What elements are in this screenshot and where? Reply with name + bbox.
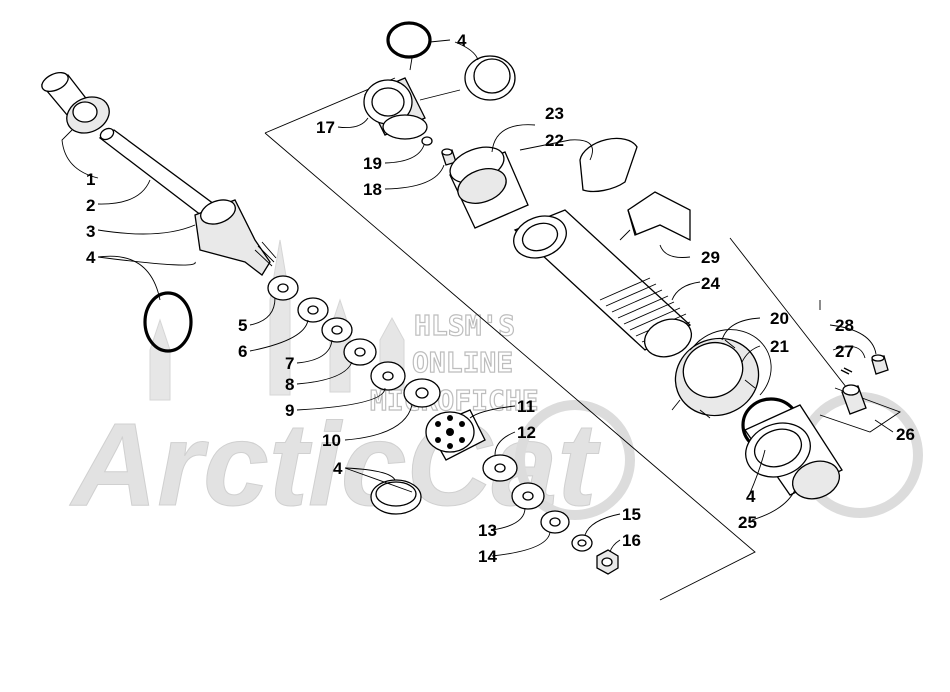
valve-group-bracket (819, 387, 901, 433)
callout-5: 5 (238, 316, 247, 335)
overlay-line-1: HLSM'S (414, 309, 515, 342)
callout-20: 20 (770, 309, 789, 328)
sleeve-part-23 (449, 146, 529, 229)
washer-part-6 (297, 297, 329, 323)
callout-28: 28 (835, 316, 854, 335)
washer-part-7 (321, 317, 353, 343)
washer-part-9 (370, 361, 406, 391)
callout-4-top: 4 (457, 31, 467, 50)
wear-band-part-4-top (464, 55, 516, 101)
callout-16: 16 (622, 531, 641, 550)
callout-23: 23 (545, 104, 564, 123)
o-ring-part-27 (840, 367, 853, 375)
callout-14: 14 (478, 547, 497, 566)
callout-7: 7 (285, 354, 294, 373)
callout-18: 18 (363, 180, 382, 199)
leader-lines (61, 39, 894, 557)
callout-4-right: 4 (746, 487, 756, 506)
callout-19: 19 (363, 154, 382, 173)
washer-part-14 (540, 510, 570, 534)
label-part-29 (627, 191, 691, 242)
o-ring-part-4-left (143, 291, 193, 353)
o-ring-part-4-top (386, 21, 432, 59)
callout-4-left: 4 (86, 248, 96, 267)
callout-12: 12 (517, 423, 536, 442)
shaft-part-2 (98, 127, 223, 223)
callout-1: 1 (86, 170, 95, 189)
callout-27: 27 (835, 342, 854, 361)
callout-24: 24 (701, 274, 720, 293)
overlay-line-3: MICROFICHE (370, 384, 539, 417)
callout-11: 11 (517, 397, 535, 416)
wear-band-part-4-lower (370, 479, 422, 515)
nut-part-16 (596, 549, 619, 575)
washer-part-15 (571, 534, 593, 552)
callout-10: 10 (322, 431, 341, 450)
callout-4-lower: 4 (333, 459, 343, 478)
valve-cap-part-28 (871, 354, 889, 375)
washer-part-10 (403, 378, 441, 408)
overlay-line-2: ONLINE (412, 346, 513, 379)
end-cap-part-17 (363, 77, 428, 140)
callout-6: 6 (238, 342, 247, 361)
callout-2: 2 (86, 196, 95, 215)
callout-29: 29 (701, 248, 720, 267)
callout-17: 17 (316, 118, 335, 137)
o-ring-part-19 (421, 136, 433, 146)
callout-22: 22 (545, 131, 564, 150)
callout-3: 3 (86, 222, 95, 241)
callout-8: 8 (285, 375, 294, 394)
callout-26: 26 (896, 425, 915, 444)
adjuster-nut-part-21 (671, 337, 760, 419)
wheel-shape (515, 400, 635, 520)
callout-labels: 1 2 3 4 5 6 7 8 9 10 11 12 4 13 14 15 16… (86, 31, 915, 566)
retaining-ring-part-22 (579, 137, 638, 193)
hlsm-overlay-text: HLSM'S ONLINE MICROFICHE (369, 308, 539, 417)
shock-body-part-24 (513, 209, 693, 358)
callout-21: 21 (770, 337, 789, 356)
valve-part-26 (841, 384, 867, 415)
washer-part-5 (267, 275, 299, 301)
callout-9: 9 (285, 401, 294, 420)
washer-part-12 (482, 454, 518, 482)
lock-ring-part-20 (694, 329, 772, 396)
lower-mount-part-25 (744, 404, 843, 500)
callout-15: 15 (622, 505, 641, 524)
bushing-part-1 (40, 71, 110, 134)
skyline-silhouette (149, 239, 405, 401)
washer-part-8 (343, 338, 377, 366)
washer-part-13 (511, 482, 545, 510)
callout-13: 13 (478, 521, 497, 540)
shaft-eye-part-3 (194, 199, 277, 276)
piston-part-11 (425, 409, 486, 461)
callout-25: 25 (738, 513, 757, 532)
